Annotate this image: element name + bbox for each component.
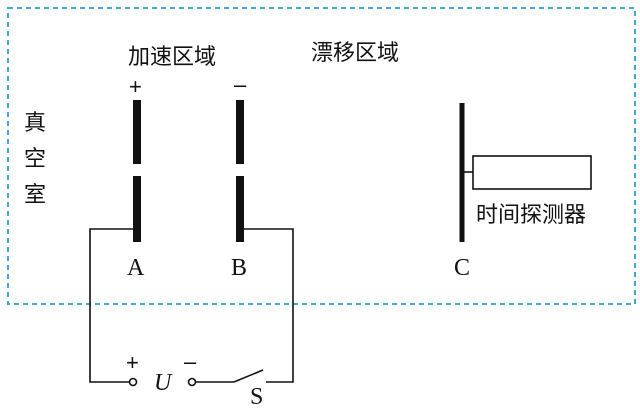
vacuum-chamber-label-2: 空 — [24, 147, 46, 172]
source-symbol: U — [154, 370, 173, 396]
time-detector — [472, 155, 592, 190]
switch-blade — [233, 369, 264, 383]
vacuum-chamber-label-3: 室 — [24, 183, 46, 208]
circuit-wire-left — [89, 228, 133, 383]
plate-a-label: A — [127, 255, 145, 281]
circuit-wire-right — [244, 228, 294, 383]
plate-b-label: B — [231, 255, 247, 281]
plate-b-minus-sign: – — [234, 72, 247, 97]
detector-label: 时间探测器 — [476, 203, 586, 228]
plate-a-plus-sign: + — [129, 74, 142, 99]
source-minus-sign: – — [184, 349, 197, 374]
plate-c-label: C — [454, 255, 470, 281]
switch-label: S — [250, 384, 263, 409]
source-plus-sign: + — [126, 350, 139, 375]
vacuum-chamber-border — [7, 7, 636, 305]
source-terminal-positive — [128, 377, 138, 387]
source-terminal-negative — [187, 377, 197, 387]
vacuum-chamber-label-1: 真 — [24, 111, 46, 136]
drift-region-label: 漂移区域 — [311, 41, 399, 66]
accel-region-label: 加速区域 — [128, 45, 216, 70]
